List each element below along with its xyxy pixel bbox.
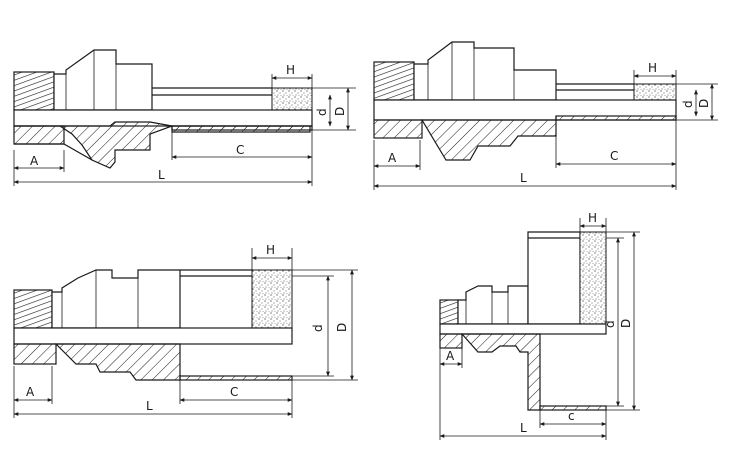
- section-hatch: [439, 333, 463, 349]
- dim-d: d: [311, 324, 325, 332]
- dim-L: L: [146, 399, 153, 413]
- dim-C: C: [236, 143, 244, 157]
- section-hatch: [13, 343, 57, 365]
- drill-body-upper: [53, 49, 153, 111]
- drill-view-4: A c L H d D: [439, 211, 640, 440]
- diamond-segment: [633, 83, 677, 101]
- dim-d: d: [681, 100, 695, 108]
- thread-shank: [13, 71, 55, 111]
- dim-L: L: [520, 171, 527, 185]
- dim-H: H: [266, 243, 275, 257]
- dim-L: L: [158, 168, 165, 182]
- dim-D: D: [333, 107, 347, 116]
- dim-C: C: [610, 149, 618, 163]
- dim-D: D: [335, 323, 349, 332]
- dim-D: D: [697, 99, 711, 108]
- drill-body-upper: [457, 285, 529, 325]
- dim-D: D: [619, 319, 633, 328]
- drill-view-3: A C L H d D: [13, 243, 358, 418]
- dim-C: C: [230, 385, 238, 399]
- drill-body-upper: [51, 269, 181, 329]
- dim-c: c: [568, 409, 575, 423]
- dim-A: A: [446, 349, 455, 363]
- thread-shank: [373, 61, 415, 101]
- dim-d: d: [315, 108, 329, 116]
- drill-body-upper: [413, 41, 557, 101]
- thread-shank: [13, 289, 53, 329]
- dim-H: H: [286, 63, 295, 77]
- drill-view-2: A C L H d D: [373, 41, 718, 190]
- section-hatch: [14, 121, 312, 169]
- dim-A: A: [26, 385, 35, 399]
- diamond-segment: [251, 269, 293, 329]
- section-hatch: [373, 119, 423, 139]
- drill-view-1: A L C H d D: [13, 49, 356, 186]
- dim-L: L: [520, 421, 527, 435]
- dim-A: A: [388, 151, 397, 165]
- thread-shank: [439, 299, 459, 325]
- diamond-segment: [579, 231, 607, 325]
- diamond-segment: [271, 87, 313, 111]
- dim-d: d: [603, 320, 617, 328]
- dim-H: H: [588, 211, 597, 225]
- dim-A: A: [30, 154, 39, 168]
- dim-H: H: [648, 61, 657, 75]
